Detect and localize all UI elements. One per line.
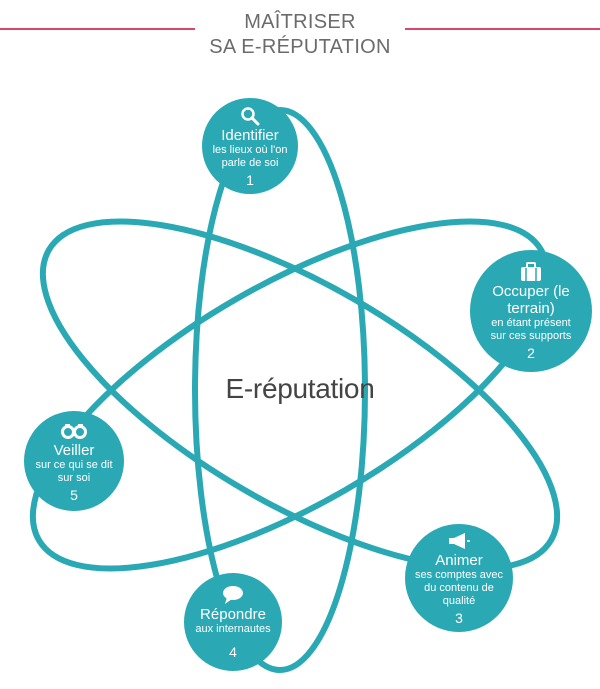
title-rule-left [0, 28, 195, 30]
node-animer: Animer ses comptes avec du contenu de qu… [405, 524, 513, 632]
page-title: MAÎTRISER SA E-RÉPUTATION [180, 10, 420, 60]
title-line-1: MAÎTRISER [244, 11, 356, 33]
node-identifier: Identifier les lieux où l'on parle de so… [202, 98, 298, 194]
node-veiller: Veiller sur ce qui se dit sur soi 5 [24, 411, 124, 511]
node-number: 5 [70, 486, 78, 503]
node-name: Identifier [221, 126, 279, 144]
binoculars-icon [61, 420, 87, 442]
node-name: Occuper (le terrain) [492, 283, 570, 317]
node-desc: les lieux où l'on parle de soi [212, 143, 288, 169]
node-name: Répondre [200, 606, 266, 623]
node-occuper: Occuper (le terrain) en étant présent su… [470, 250, 592, 372]
title-line-2: SA E-RÉPUTATION [209, 36, 391, 58]
search-icon [240, 105, 260, 127]
node-name: Veiller [53, 441, 95, 459]
orbit-descending [39, 218, 561, 572]
node-desc: ses comptes avec du contenu de qualité [414, 569, 504, 607]
node-number: 2 [527, 345, 535, 361]
node-number: 3 [455, 610, 463, 626]
node-desc: sur ce qui se dit sur soi [35, 458, 113, 484]
node-number: 1 [246, 171, 254, 188]
node-name: Animer [435, 552, 483, 569]
briefcase-icon [520, 261, 542, 283]
node-repondre: Répondre aux internautes 4 [184, 573, 282, 671]
speech-bubble-icon [222, 584, 244, 606]
center-label: E-réputation [225, 373, 375, 404]
node-desc: aux internautes [195, 623, 271, 635]
megaphone-icon [448, 530, 470, 552]
node-number: 4 [229, 644, 237, 660]
title-rule-right [405, 28, 600, 30]
node-desc: en étant présent sur ces supports [490, 317, 572, 342]
